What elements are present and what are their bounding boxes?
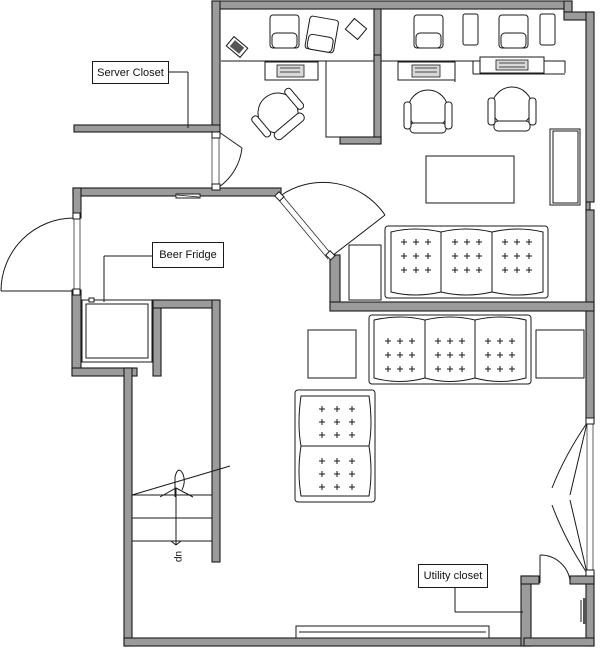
office-furniture bbox=[221, 13, 581, 206]
beer-fridge-label: Beer Fridge bbox=[152, 242, 224, 268]
chair-icon bbox=[498, 14, 529, 49]
sofa-icon bbox=[294, 389, 376, 503]
wall-right-upper bbox=[585, 11, 595, 203]
chair-icon bbox=[403, 89, 453, 134]
side-table bbox=[535, 329, 585, 379]
sofa-icon bbox=[368, 314, 532, 385]
chair-icon bbox=[413, 14, 444, 49]
wall-office-left bbox=[211, 0, 221, 132]
door-swing-icon bbox=[539, 554, 571, 581]
coffee-table bbox=[425, 155, 515, 204]
door-swing-icon bbox=[0, 217, 75, 292]
wall-utility-left bbox=[520, 575, 532, 647]
wall-utility-top-right bbox=[569, 575, 595, 585]
water-heater bbox=[580, 598, 587, 624]
sofa-cushion-pattern bbox=[319, 239, 532, 490]
chair-icon bbox=[269, 14, 300, 49]
beer-fridge bbox=[81, 297, 153, 363]
wall-desk-divider bbox=[373, 8, 382, 62]
wall-fridge-bottom bbox=[71, 367, 138, 377]
wall-desk-divider-lower bbox=[373, 54, 382, 144]
door-swing-icon bbox=[551, 504, 588, 574]
door-swing-icon bbox=[279, 181, 386, 216]
wall-living-divider bbox=[329, 301, 595, 312]
wall-right-upper-jamb bbox=[585, 201, 591, 211]
side-table bbox=[348, 244, 382, 301]
wall-utility-bottom bbox=[523, 637, 595, 647]
phone-icon bbox=[225, 35, 249, 59]
wall-utility-top-left bbox=[520, 575, 540, 585]
wall-server-closet bbox=[73, 124, 221, 133]
wall-lower-left bbox=[123, 367, 133, 647]
wall-corridor-left-lower bbox=[71, 289, 82, 376]
wall-right-middle bbox=[585, 209, 595, 424]
door-jambs bbox=[73, 131, 594, 573]
chair-icon bbox=[304, 15, 339, 54]
wall-fridge-right bbox=[152, 299, 162, 377]
wall-bottom bbox=[123, 637, 531, 647]
stair-direction-label: up bbox=[173, 551, 184, 563]
side-table bbox=[307, 329, 357, 379]
computer-monitor-icon bbox=[397, 61, 456, 81]
phone-icon bbox=[539, 13, 556, 46]
sofa-icon bbox=[384, 225, 549, 299]
server-closet-label: Server Closet bbox=[92, 61, 169, 84]
stair-icon: up bbox=[131, 465, 231, 563]
wall-desk-end bbox=[339, 136, 382, 145]
computer-monitor-icon bbox=[479, 56, 545, 74]
wall-living-left bbox=[329, 254, 341, 310]
wall-top bbox=[211, 0, 573, 10]
desk-left bbox=[221, 60, 374, 138]
phone-icon bbox=[462, 13, 479, 46]
label-leaders bbox=[103, 71, 523, 613]
doors bbox=[0, 131, 595, 583]
door-swing-icon bbox=[218, 147, 243, 188]
wall-stair-right bbox=[211, 299, 221, 563]
phone-icon bbox=[344, 17, 368, 41]
chair-icon bbox=[487, 86, 537, 132]
chair-icon bbox=[251, 87, 305, 141]
computer-monitor-icon bbox=[264, 61, 319, 81]
utility-closet-label: Utility closet bbox=[418, 564, 488, 588]
wall-stair-top bbox=[152, 299, 220, 309]
door-swing-icon bbox=[551, 422, 588, 489]
